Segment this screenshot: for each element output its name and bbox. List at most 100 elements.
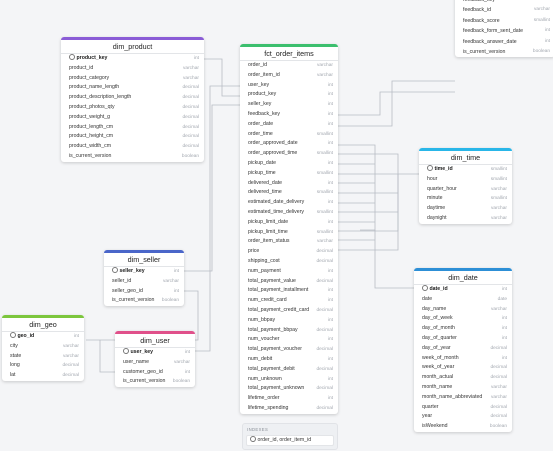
- table-dim-feedback[interactable]: feedback_keyintfeedback_idvarcharfeedbac…: [455, 0, 553, 58]
- table-title[interactable]: dim_product: [61, 37, 204, 54]
- table-title[interactable]: dim_geo: [2, 315, 84, 332]
- table-title[interactable]: dim_date: [414, 268, 512, 285]
- table-title[interactable]: dim_user: [115, 331, 195, 348]
- table-title[interactable]: fct_order_items: [240, 44, 338, 61]
- table-title[interactable]: dim_seller: [104, 250, 184, 267]
- table-title[interactable]: dim_time: [419, 148, 512, 165]
- index-item[interactable]: order_id, order_item_id: [246, 435, 334, 446]
